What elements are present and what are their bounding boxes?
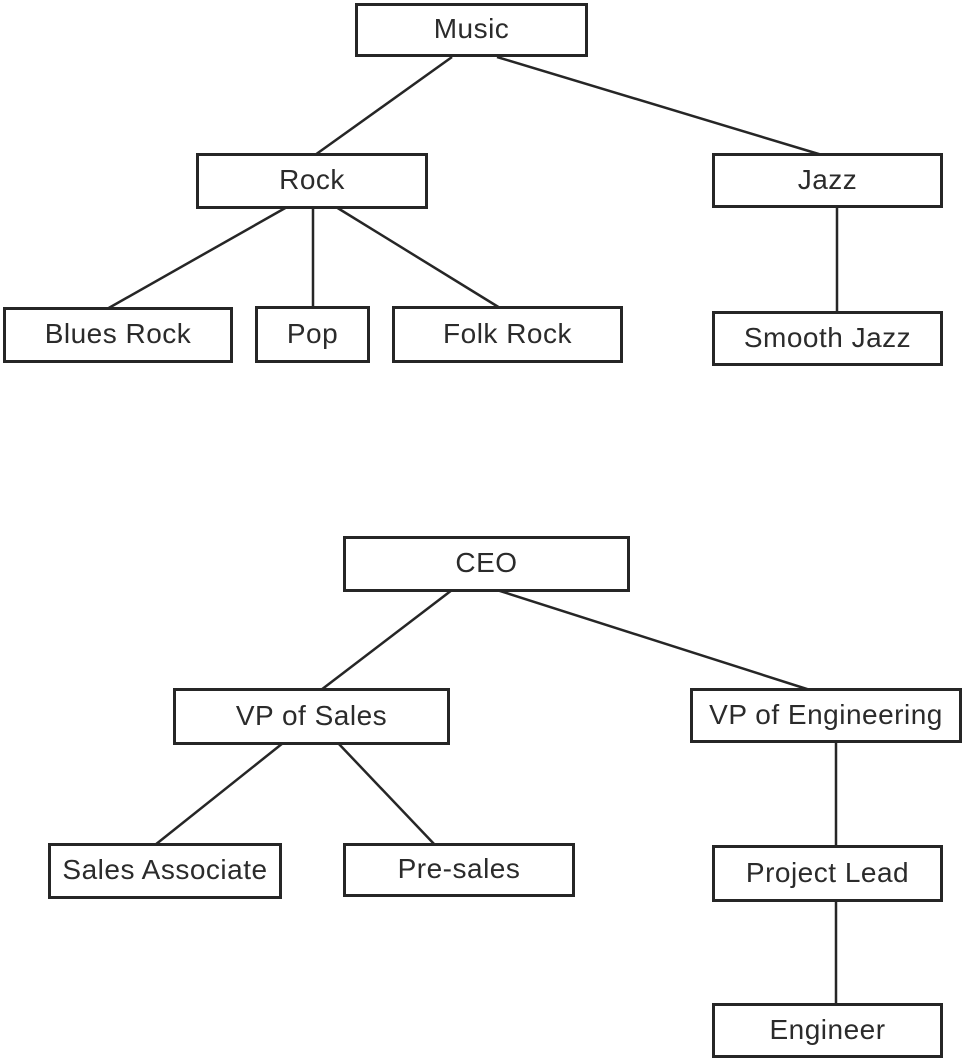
node-label-rock: Rock (279, 164, 345, 195)
edge-ceo-vp-sales (320, 589, 453, 691)
node-label-ceo: CEO (455, 547, 518, 578)
edge-rock-blues-rock (106, 205, 288, 311)
tree-node-rock: Rock (196, 153, 428, 209)
node-label-folk-rock: Folk Rock (443, 317, 572, 349)
tree-node-vp-sales: VP of Sales (173, 688, 450, 745)
node-label-project-lead: Project Lead (745, 856, 910, 888)
tree-node-jazz: Jazz (712, 153, 943, 208)
tree-node-pop: Pop (255, 306, 370, 363)
node-label-jazz: Jazz (797, 163, 858, 195)
tree-node-vp-engineering: VP of Engineering (690, 688, 962, 743)
node-label-blues-rock: Blues Rock (44, 318, 192, 349)
tree-node-blues-rock: Blues Rock (3, 307, 233, 363)
tree-node-sales-associate: Sales Associate (48, 843, 282, 899)
edge-vp-sales-sales-associate (154, 742, 284, 846)
tree-node-pre-sales: Pre-sales (343, 843, 575, 897)
node-label-engineer: Engineer (769, 1013, 886, 1045)
node-label-vp-sales: VP of Sales (235, 699, 388, 731)
tree-node-music: Music (355, 3, 588, 57)
node-label-sales-associate: Sales Associate (62, 854, 268, 885)
node-label-pre-sales: Pre-sales (397, 853, 521, 884)
tree-node-engineer: Engineer (712, 1003, 943, 1058)
node-label-music: Music (433, 13, 510, 44)
tree-node-folk-rock: Folk Rock (392, 306, 623, 363)
tree-node-smooth-jazz: Smooth Jazz (712, 311, 943, 366)
edge-vp-sales-pre-sales (337, 742, 436, 846)
edge-ceo-vp-engineering (496, 588, 811, 692)
tree-node-project-lead: Project Lead (712, 845, 943, 902)
tree-node-ceo: CEO (343, 536, 630, 592)
edge-music-jazz (496, 55, 823, 157)
node-label-smooth-jazz: Smooth Jazz (743, 321, 912, 353)
edge-music-rock (314, 55, 453, 157)
edge-rock-folk-rock (335, 205, 501, 310)
node-label-vp-engineering: VP of Engineering (709, 698, 943, 730)
node-label-pop: Pop (286, 317, 339, 349)
